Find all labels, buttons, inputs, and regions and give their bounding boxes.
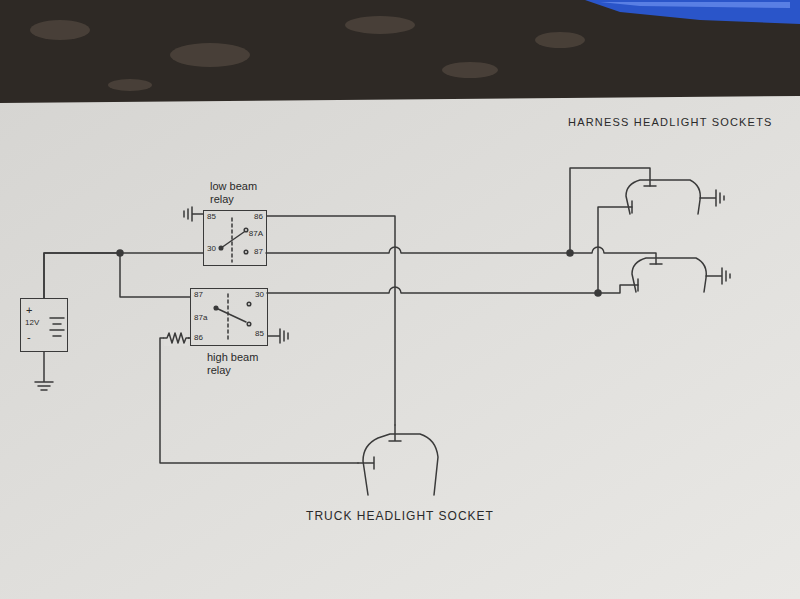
socket-outline <box>632 258 706 292</box>
junction-dot <box>595 290 601 296</box>
socket-pin <box>638 264 662 291</box>
ground-symbol <box>700 190 724 206</box>
pen-highlight <box>600 2 790 8</box>
battery-box: +12V - <box>20 298 68 352</box>
socket-label: TRUCK HEADLIGHT SOCKET <box>288 509 512 523</box>
socket-pin <box>358 457 374 469</box>
pin-number: 87a <box>194 314 207 322</box>
pin-number: 87A <box>249 230 263 238</box>
wire <box>267 216 395 425</box>
pin-number: 85 <box>255 330 264 338</box>
pin-number: 30 <box>207 245 216 253</box>
countertop <box>0 0 800 110</box>
pin-number: 86 <box>194 334 203 342</box>
relay-box: low beam relay858687A3087 <box>203 210 267 266</box>
relay-box: 873087a8685high beam relay <box>190 288 268 346</box>
pin-number: 87 <box>254 248 263 256</box>
relay-contact <box>244 228 248 232</box>
ground-symbol <box>35 352 53 390</box>
wire <box>598 207 632 293</box>
headlight-socket: TRUCK HEADLIGHT SOCKET <box>358 425 442 497</box>
relay-switch <box>221 232 244 248</box>
pin-number: 86 <box>254 213 263 221</box>
ground-symbol <box>268 329 288 343</box>
socket-outline <box>626 180 700 214</box>
relay-contact <box>247 302 251 306</box>
socket-pin <box>632 186 656 213</box>
paper <box>0 96 800 599</box>
pen <box>585 0 800 24</box>
relay-coil-link <box>227 294 229 342</box>
junction-dot <box>567 250 573 256</box>
relay-label: high beam relay <box>207 351 265 377</box>
relay-contact <box>244 250 248 254</box>
relay-label: low beam relay <box>210 180 270 206</box>
pin-number: 85 <box>207 213 216 221</box>
pin-number: 87 <box>194 291 203 299</box>
ground-symbol <box>184 207 203 221</box>
ground-symbol <box>706 268 730 284</box>
countertop-speckles <box>30 16 585 91</box>
terminal-sign: - <box>27 331 31 344</box>
battery-plates <box>50 318 64 336</box>
socket-outline <box>358 425 442 497</box>
pin-number: 30 <box>255 291 264 299</box>
resistor-patch <box>164 330 188 346</box>
wire <box>267 285 638 293</box>
socket-pin <box>389 425 401 441</box>
relay-contact <box>214 306 218 310</box>
wire <box>44 253 203 298</box>
relay-contact <box>219 246 223 250</box>
wire <box>44 253 190 298</box>
wire <box>160 338 358 463</box>
terminal-sign: + <box>26 304 32 317</box>
relay-contact <box>247 322 251 326</box>
relay-switch <box>216 308 246 322</box>
voltage-label: 12V <box>25 319 39 327</box>
resistor-symbol <box>164 333 189 343</box>
group-heading: HARNESS HEADLIGHT SOCKETS <box>568 116 773 128</box>
junction-dot <box>117 250 123 256</box>
